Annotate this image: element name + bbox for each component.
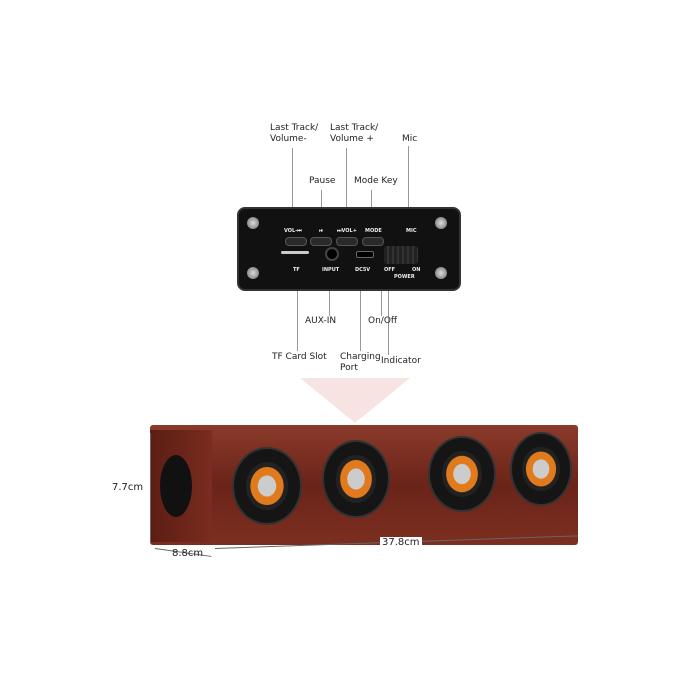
- height-dimension: 7.7cm: [112, 482, 144, 493]
- vol-plus-label: ⏭VOL+: [337, 228, 357, 234]
- speaker-driver-icon: [510, 432, 572, 506]
- callout-pause: Pause: [309, 176, 336, 186]
- leader-line: [388, 291, 389, 355]
- power-label: POWER: [394, 274, 415, 280]
- screw-icon: [435, 267, 447, 279]
- speaker-driver-icon: [232, 447, 302, 525]
- bass-port: [160, 455, 192, 517]
- screw-icon: [435, 217, 447, 229]
- screw-icon: [247, 267, 259, 279]
- mode-button[interactable]: [362, 237, 384, 246]
- speaker-driver-icon: [322, 440, 390, 518]
- play-label: ⏯: [319, 228, 324, 234]
- callout-mic: Mic: [402, 134, 418, 144]
- callout-on-off: On/Off: [368, 316, 398, 326]
- callout-indicator: Indicator: [381, 356, 421, 366]
- charging-port[interactable]: [356, 251, 374, 258]
- leader-line: [408, 146, 409, 236]
- height-dimension-line: [150, 433, 151, 543]
- callout-last-track-volume-minus: Last Track/ Volume-: [270, 123, 319, 144]
- leader-line: [371, 190, 372, 220]
- leader-line: [297, 291, 298, 351]
- callout-charging-port: Charging Port: [340, 352, 381, 373]
- vol-plus-button[interactable]: [336, 237, 358, 246]
- vol-minus-label: VOL-⏮: [284, 228, 302, 234]
- depth-dimension: 8.8cm: [172, 548, 204, 559]
- callout-mode-key: Mode Key: [354, 176, 398, 186]
- mic-label: MIC: [406, 228, 417, 234]
- leader-line: [292, 148, 293, 220]
- play-pause-button[interactable]: [310, 237, 332, 246]
- dc5v-label: DC5V: [355, 267, 371, 273]
- power-switch[interactable]: [384, 246, 418, 264]
- speaker-driver-icon: [428, 436, 496, 512]
- leader-line: [329, 291, 330, 316]
- tf-card-slot[interactable]: [281, 251, 309, 254]
- screw-icon: [247, 217, 259, 229]
- length-dimension: 37.8cm: [380, 537, 422, 548]
- callout-last-track-volume-plus: Last Track/ Volume +: [330, 123, 379, 144]
- mode-label: MODE: [365, 228, 382, 234]
- aux-input-jack[interactable]: [325, 247, 339, 261]
- callout-aux-in: AUX-IN: [305, 316, 337, 326]
- control-panel: VOL-⏮ ⏯ ⏭VOL+ MODE MIC TF INPUT DC5V OFF…: [237, 207, 461, 291]
- leader-line: [381, 291, 382, 316]
- leader-line: [346, 148, 347, 220]
- tf-label: TF: [293, 267, 300, 273]
- on-label: ON: [412, 267, 421, 273]
- projection-cone: [300, 378, 410, 423]
- callout-tf-card-slot: TF Card Slot: [272, 352, 327, 362]
- vol-minus-button[interactable]: [285, 237, 307, 246]
- leader-line: [360, 291, 361, 351]
- off-label: OFF: [384, 267, 396, 273]
- input-label: INPUT: [322, 267, 340, 273]
- leader-line: [321, 190, 322, 220]
